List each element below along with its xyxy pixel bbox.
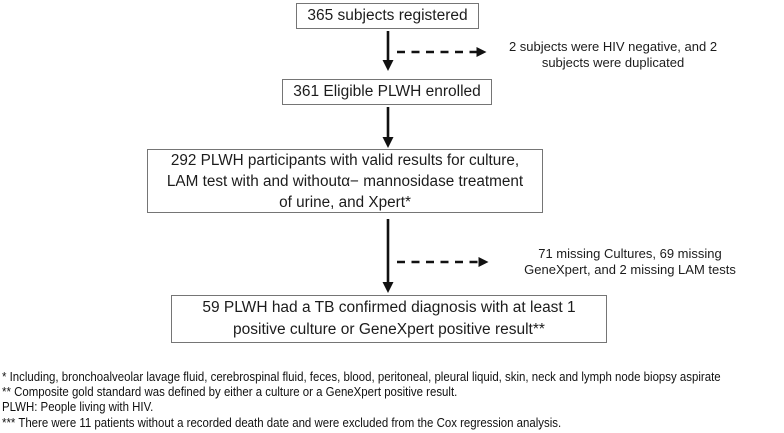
- box-valid-results: 292 PLWH participants with valid results…: [147, 149, 543, 213]
- footnote-gold-standard: ** Composite gold standard was defined b…: [2, 384, 458, 400]
- footnote-plwh-definition: PLWH: People living with HIV.: [2, 399, 154, 415]
- box-subjects-registered: 365 subjects registered: [296, 3, 479, 29]
- footnote-including: * Including, bronchoalveolar lavage flui…: [2, 369, 721, 384]
- note-missing-tests: 71 missing Cultures, 69 missing GeneXper…: [524, 246, 736, 277]
- footnote-cox-exclusion: *** There were 11 patients without a rec…: [2, 414, 562, 430]
- footnotes: * Including, bronchoalveolar lavage flui…: [2, 369, 784, 430]
- note-excluded-subjects: 2 subjects were HIV negative, and 2 subj…: [508, 39, 718, 70]
- box-tb-confirmed: 59 PLWH had a TB confirmed diagnosis wit…: [171, 295, 607, 343]
- box-eligible-enrolled: 361 Eligible PLWH enrolled: [282, 79, 492, 105]
